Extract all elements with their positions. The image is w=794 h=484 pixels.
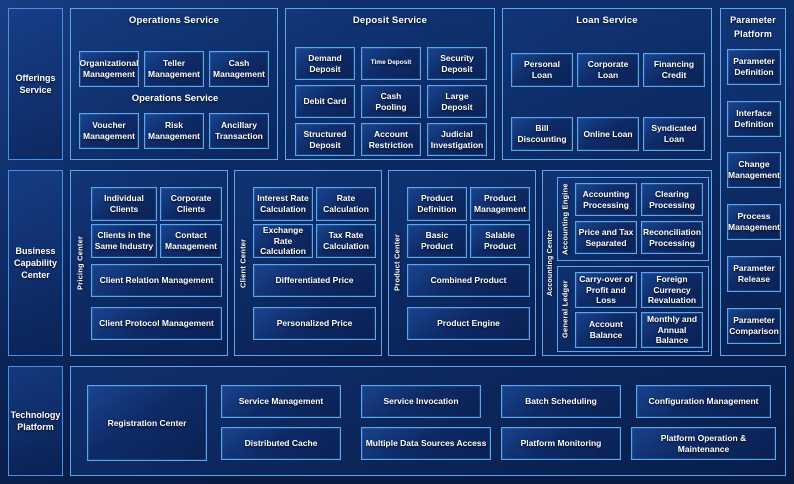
cell-cash-management[interactable]: Cash Management [209,51,269,87]
side-label-technology-platform-text: Technology Platform [10,409,61,432]
cell-platform-operation-and-maintenance[interactable]: Platform Operation & Maintenance [631,427,776,460]
group-technology-platform[interactable]: Registration Center Service Management D… [70,366,786,476]
cell-reconciliation-processing[interactable]: Reconciliation Processing [641,221,703,254]
cell-change-management[interactable]: Change Management [727,152,781,188]
cell-demand-deposit[interactable]: Demand Deposit [295,47,355,80]
cell-organizational-management[interactable]: Organizational Management [79,51,139,87]
cell-bill-discounting[interactable]: Bill Discounting [511,117,573,151]
cell-combined-product[interactable]: Combined Product [407,264,530,297]
cell-large-deposit[interactable]: Large Deposit [427,85,487,118]
cell-clients-in-the-same-industry[interactable]: Clients in the Same Industry [91,224,157,258]
cell-corporate-clients[interactable]: Corporate Clients [160,187,222,221]
cell-salable-product[interactable]: Salable Product [470,224,530,258]
cell-account-balance[interactable]: Account Balance [575,312,637,348]
vertical-label-product-center: Product Center [392,234,402,292]
cell-monthly-and-annual-balance[interactable]: Monthly and Annual Balance [641,312,703,348]
cell-basic-product[interactable]: Basic Product [407,224,467,258]
cell-parameter-release[interactable]: Parameter Release [727,256,781,292]
subgroup-general-ledger[interactable]: General Ledger Carry-over of Profit and … [557,266,709,352]
cell-batch-scheduling[interactable]: Batch Scheduling [501,385,621,418]
cell-exchange-rate-calculation[interactable]: Exchange Rate Calculation [253,224,313,258]
cell-foreign-currency-revaluation[interactable]: Foreign Currency Revaluation [641,272,703,308]
cell-multiple-data-sources-access[interactable]: Multiple Data Sources Access [361,427,491,460]
cell-contact-management[interactable]: Contact Management [160,224,222,258]
cell-accounting-processing[interactable]: Accounting Processing [575,183,637,216]
cell-syndicated-loan[interactable]: Syndicated Loan [643,117,705,151]
side-label-offerings-service-text: Offerings Service [15,72,56,95]
cell-client-relation-management[interactable]: Client Relation Management [91,264,222,297]
side-label-offerings-service[interactable]: Offerings Service [8,8,63,160]
cell-product-management[interactable]: Product Management [470,187,530,221]
cell-cash-pooling[interactable]: Cash Pooling [361,85,421,118]
group-product-center[interactable]: Product Center Product Definition Produc… [388,170,536,356]
cell-time-deposit[interactable]: Time Deposit [361,47,421,80]
cell-individual-clients[interactable]: Individual Clients [91,187,157,221]
side-label-business-capability-center-text: Business Capability Center [13,245,57,281]
group-title-parameter-platform: Parameter Platform [721,14,785,41]
vertical-label-pricing-center: Pricing Center [75,235,85,291]
cell-differentiated-price[interactable]: Differentiated Price [253,264,376,297]
group-client-center[interactable]: Client Center Interest Rate Calculation … [234,170,382,356]
cell-service-invocation[interactable]: Service Invocation [361,385,481,418]
vertical-label-general-ledger: General Ledger [560,280,570,338]
cell-interest-rate-calculation[interactable]: Interest Rate Calculation [253,187,313,221]
cell-distributed-cache[interactable]: Distributed Cache [221,427,341,460]
cell-configuration-management[interactable]: Configuration Management [636,385,771,418]
group-accounting-center[interactable]: Accounting Center Accounting Engine Acco… [542,170,712,356]
cell-ancillary-transaction[interactable]: Ancillary Transaction [209,113,269,149]
cell-client-protocol-management[interactable]: Client Protocol Management [91,307,222,340]
cell-tax-rate-calculation[interactable]: Tax Rate Calculation [316,224,376,258]
cell-risk-management[interactable]: Risk Management [144,113,204,149]
cell-voucher-management[interactable]: Voucher Management [79,113,139,149]
cell-product-definition[interactable]: Product Definition [407,187,467,221]
vertical-label-accounting-engine: Accounting Engine [560,183,570,255]
cell-personalized-price[interactable]: Personalized Price [253,307,376,340]
group-parameter-platform[interactable]: Parameter Platform Parameter Definition … [720,8,786,356]
cell-parameter-comparison[interactable]: Parameter Comparison [727,308,781,344]
subgroup-accounting-engine[interactable]: Accounting Engine Accounting Processing … [557,177,709,261]
vertical-label-accounting-center: Accounting Center [547,230,554,297]
group-title-operations-service-duplicate: Operations Service [131,93,219,104]
group-operations-service[interactable]: Operations Service Organizational Manage… [70,8,278,160]
cell-price-and-tax-separated[interactable]: Price and Tax Separated [575,221,637,254]
cell-carry-over-of-profit-and-loss[interactable]: Carry-over of Profit and Loss [575,272,637,308]
cell-service-management[interactable]: Service Management [221,385,341,418]
group-deposit-service[interactable]: Deposit Service Demand Deposit Time Depo… [285,8,495,160]
side-label-business-capability-center[interactable]: Business Capability Center [8,170,63,356]
side-label-technology-platform[interactable]: Technology Platform [8,366,63,476]
cell-judicial-investigation[interactable]: Judicial Investigation [427,123,487,156]
group-pricing-center[interactable]: Pricing Center Individual Clients Corpor… [70,170,228,356]
cell-rate-calculation[interactable]: Rate Calculation [316,187,376,221]
group-title-operations-service: Operations Service [128,15,220,26]
cell-platform-monitoring[interactable]: Platform Monitoring [501,427,621,460]
cell-corporate-loan[interactable]: Corporate Loan [577,53,639,87]
group-title-parameter-platform-text: Parameter Platform [730,15,776,39]
cell-clearing-processing[interactable]: Clearing Processing [641,183,703,216]
group-title-deposit-service: Deposit Service [352,15,428,26]
cell-online-loan[interactable]: Online Loan [577,117,639,151]
cell-teller-management[interactable]: Teller Management [144,51,204,87]
cell-structured-deposit[interactable]: Structured Deposit [295,123,355,156]
cell-security-deposit[interactable]: Security Deposit [427,47,487,80]
cell-debit-card[interactable]: Debit Card [295,85,355,118]
vertical-label-client-center: Client Center [238,238,248,288]
group-loan-service[interactable]: Loan Service Personal Loan Corporate Loa… [502,8,712,160]
cell-financing-credit[interactable]: Financing Credit [643,53,705,87]
cell-process-management[interactable]: Process Management [727,204,781,240]
group-title-loan-service: Loan Service [576,15,638,26]
cell-registration-center[interactable]: Registration Center [87,385,207,461]
cell-product-engine[interactable]: Product Engine [407,307,530,340]
cell-parameter-definition[interactable]: Parameter Definition [727,49,781,85]
cell-account-restriction[interactable]: Account Restriction [361,123,421,156]
cell-interface-definition[interactable]: Interface Definition [727,101,781,137]
cell-personal-loan[interactable]: Personal Loan [511,53,573,87]
